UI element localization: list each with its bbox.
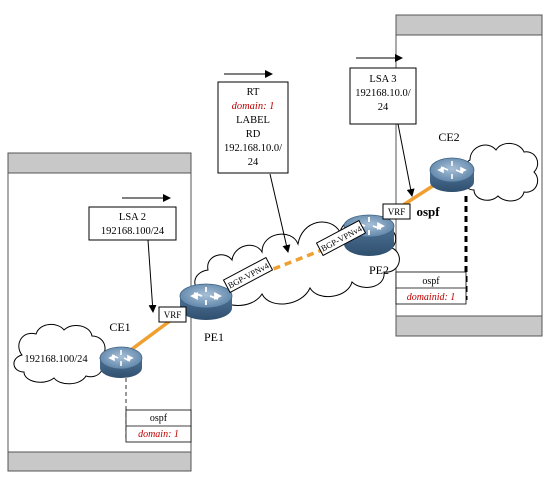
- ce2-router-icon[interactable]: [429, 157, 475, 192]
- pe2-ospf-label: ospf: [416, 204, 440, 219]
- ce2-lsa-pointer: [397, 123, 415, 197]
- ce1-router-icon[interactable]: [99, 346, 143, 378]
- rt-label: RT: [247, 87, 260, 98]
- pe1-rt-box: RT domain: 1 LABEL RD 192.168.10.0/ 24: [217, 81, 289, 174]
- ce1-cloud-prefix: 192168.100/24: [24, 354, 88, 365]
- ce1-panel-top-bar: [7, 152, 192, 174]
- rt-prefix-line1: 192.168.10.0/: [224, 143, 282, 154]
- mpls-label-text: LABEL: [236, 115, 270, 126]
- ce2-lsa-prefix-line1: 192168.10.0/: [355, 88, 411, 99]
- rd-label: RD: [246, 129, 261, 140]
- ce2-ospf-label: ospf: [422, 276, 440, 287]
- ce2-lsa-prefix-line2: 24: [378, 102, 389, 113]
- ce1-panel-bottom-bar: [7, 451, 192, 472]
- ce2-ospf-domain: domainid: 1: [407, 292, 456, 303]
- ce1-lsa-prefix: 192168.100/24: [101, 226, 165, 237]
- pe1-rt-pointer: [269, 173, 291, 253]
- ce2-panel-top-bar: [395, 14, 543, 36]
- rt-prefix-line2: 24: [248, 157, 259, 168]
- ce1-ospf-label: ospf: [150, 413, 168, 424]
- pe2-vrf-label: VRF: [382, 203, 411, 220]
- ce1-ospf-domain: domain: 1: [138, 429, 179, 440]
- svg-text:VRF: VRF: [388, 207, 406, 217]
- ce2-customer-cloud: [463, 143, 539, 202]
- pe2-name: PE2: [369, 263, 389, 277]
- pe1-name: PE1: [204, 330, 224, 344]
- ce1-ospf-table: ospf domain: 1: [125, 409, 192, 443]
- ce1-lsa-type: LSA 2: [119, 212, 146, 223]
- pe1-pe2-bgp-session: [239, 234, 359, 284]
- ce2-panel-bottom-bar: [395, 315, 543, 337]
- ce2-lsa-box: LSA 3 192168.10.0/ 24: [349, 67, 417, 125]
- ce1-lsa-box: LSA 2 192168.100/24: [88, 206, 177, 241]
- ce1-name: CE1: [109, 320, 130, 334]
- ce2-ospf-table: ospf domainid: 1: [395, 271, 467, 305]
- ce1-lsa-pointer: [147, 239, 157, 313]
- pe1-vrf-label: VRF: [158, 306, 187, 323]
- ce2-lsa-type: LSA 3: [369, 74, 396, 85]
- svg-text:VRF: VRF: [164, 310, 182, 320]
- pe1-router-icon[interactable]: [179, 283, 233, 320]
- rt-domain-label: domain: 1: [232, 101, 275, 112]
- ce2-name: CE2: [438, 130, 459, 144]
